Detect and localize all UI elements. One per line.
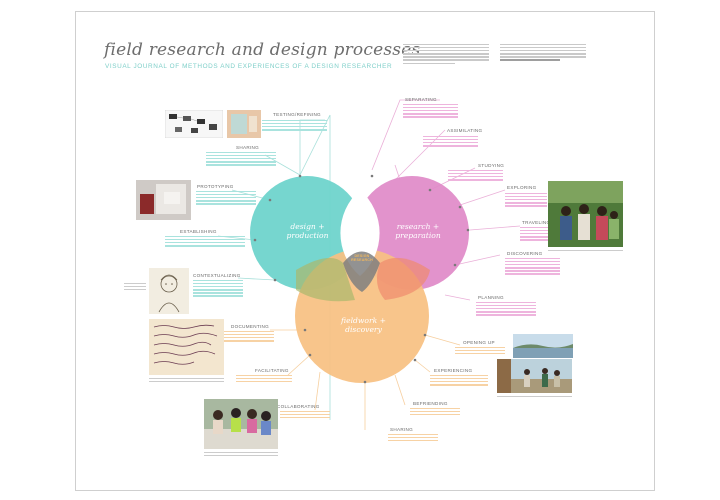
text-facilitating	[236, 375, 292, 384]
poster-title: field research and design processes	[104, 40, 421, 60]
photo-contextualizing	[149, 268, 189, 314]
photo-testing-sketch	[227, 110, 261, 138]
research-connectors	[371, 99, 521, 301]
text-opening-up	[455, 347, 505, 356]
research-preparation-label: research + preparation	[395, 222, 441, 240]
label-testing-refining: TESTING/REFINING	[273, 112, 321, 117]
label-prototyping: PROTOTYPING	[197, 184, 234, 189]
label-traveling: TRAVELING	[522, 220, 551, 225]
photo-prototyping	[136, 180, 191, 220]
label-contextualizing: CONTEXTUALIZING	[193, 273, 241, 278]
caption-experiencing	[497, 396, 572, 399]
text-collaborating	[280, 411, 330, 420]
text-sharing-left	[206, 152, 276, 167]
text-sharing-bottom	[388, 434, 438, 443]
label-opening-up: OPENING UP	[463, 340, 495, 345]
photo-exploring	[548, 181, 623, 247]
design-production-label: design + production	[286, 222, 329, 240]
label-befriending: BEFRIENDING	[413, 401, 448, 406]
text-studying	[448, 170, 503, 182]
text-contextualizing	[193, 280, 243, 299]
label-exploring: EXPLORING	[507, 185, 537, 190]
photo-documenting-notes	[149, 319, 224, 375]
text-assimilating	[423, 136, 478, 148]
text-testing	[262, 120, 327, 132]
label-establishing: ESTABLISHING	[180, 229, 217, 234]
label-planning: PLANNING	[478, 295, 504, 300]
label-sharing-bottom: SHARING	[390, 427, 414, 432]
photo-testing-diagram	[165, 110, 223, 138]
label-facilitating: FACILITATING	[255, 368, 289, 373]
caption-documenting	[149, 378, 224, 384]
label-assimilating: ASSIMILATING	[447, 128, 483, 133]
research-fieldwork-overlap	[376, 257, 430, 300]
center-label: DESIGN RESEARCH	[351, 254, 373, 263]
label-studying: STUDYING	[478, 163, 505, 168]
photo-opening-up	[513, 334, 573, 358]
label-experiencing: EXPERIENCING	[434, 368, 473, 373]
photo-experiencing	[497, 359, 572, 393]
intro-paragraph-2	[500, 44, 586, 63]
text-documenting	[222, 331, 274, 343]
photo-collaborating	[204, 399, 278, 449]
text-traveling	[520, 227, 574, 242]
label-documenting: DOCUMENTING	[231, 324, 270, 329]
text-exploring	[505, 193, 547, 208]
caption-contextualizing	[124, 283, 146, 292]
label-discovering: DISCOVERING	[507, 251, 543, 256]
label-collaborating: COLLABORATING	[277, 404, 320, 409]
edge-dots	[253, 174, 470, 384]
text-prototyping	[196, 191, 256, 206]
fieldwork-discovery-label: fieldwork + discovery	[341, 316, 386, 334]
poster-subtitle: VISUAL JOURNAL OF METHODS AND EXPERIENCE…	[105, 63, 393, 70]
design-fieldwork-overlap	[296, 257, 355, 302]
text-befriending	[410, 408, 460, 417]
label-separating: SEPARATING	[405, 97, 437, 102]
caption-collaborating	[204, 452, 278, 458]
text-planning	[476, 302, 536, 317]
center-overlap	[343, 251, 380, 292]
text-separating	[403, 104, 458, 119]
caption-exploring	[548, 250, 623, 253]
label-sharing-left: SHARING	[236, 145, 260, 150]
intro-paragraph-1	[403, 44, 489, 66]
text-establishing	[165, 236, 245, 248]
text-discovering	[505, 258, 560, 277]
text-experiencing	[430, 375, 488, 387]
